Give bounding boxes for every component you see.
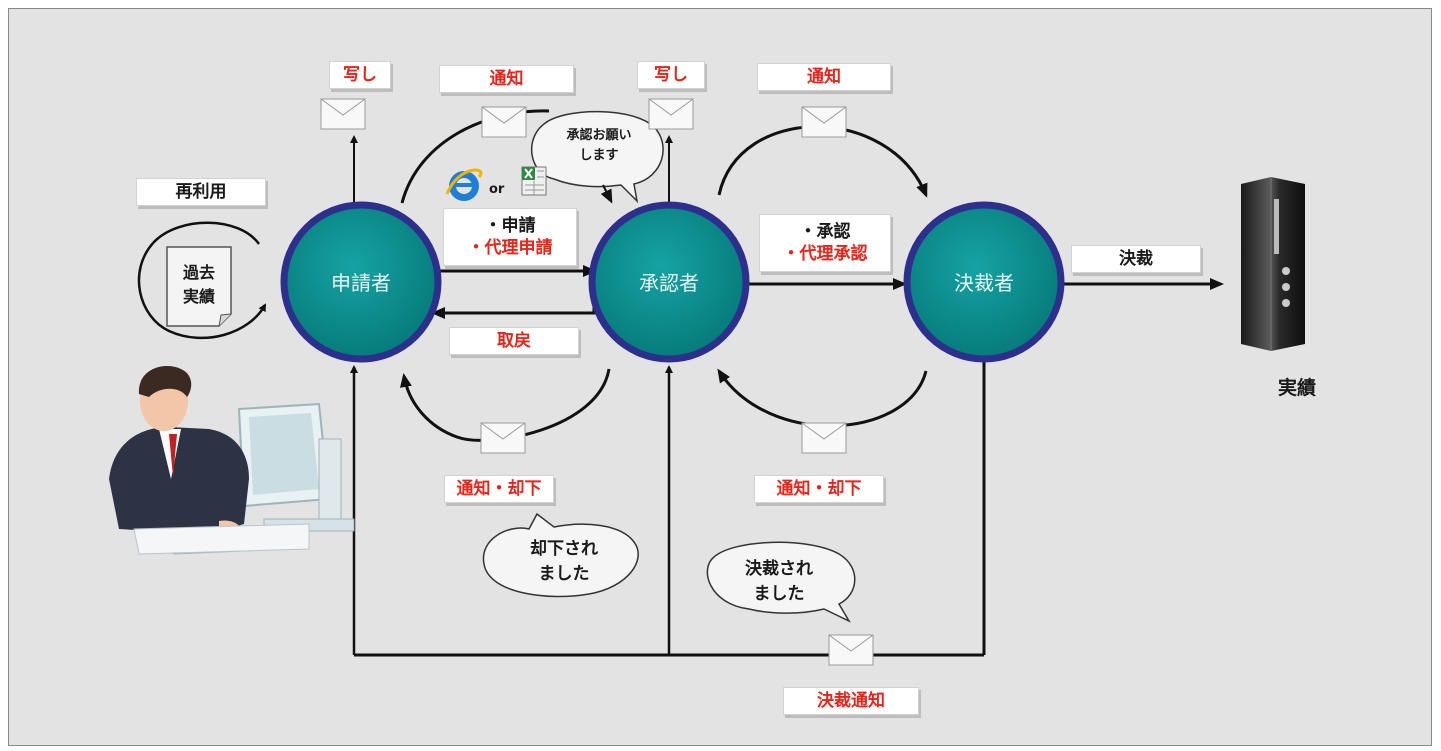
mail-icon [480,422,526,454]
past-record-document: 過去 実績 [166,246,232,327]
node-applicant-label: 申請者 [331,271,391,295]
arc-reject-to-approver [717,368,928,428]
request-bubble-line1: 承認お願い [566,127,631,143]
notify-label-top-left: 通知 [439,65,574,93]
request-bubble-arrow [600,184,613,204]
apply-label: ・申請 ・代理申請 [443,208,577,266]
mail-icon [320,98,366,130]
reuse-cycle-arrow [137,221,267,340]
arc-reject-to-applicant [400,368,611,442]
decided-bubble: 決裁され ました [706,541,856,623]
approve-label: ・承認 ・代理承認 [759,214,891,272]
rejected-bubble-line1: 却下され [530,538,598,559]
withdraw-arrow [431,294,596,319]
node-decider: 決裁者 [903,201,1065,363]
notify-label-top-right: 通知 [757,63,891,91]
node-applicant: 申請者 [280,201,442,363]
notify-reject-label-left: 通知・却下 [444,475,554,503]
server-icon [1241,177,1305,351]
mail-icon [481,106,527,138]
mail-icon [648,98,694,130]
decision-notice-label: 決裁通知 [783,687,919,715]
mail-icon [801,106,847,138]
reuse-label: 再利用 [136,178,266,206]
approve-label-line2: ・代理承認 [782,243,868,264]
node-approver-label: 承認者 [639,271,699,295]
diagram-frame: 過去 実績 承認お願い します 却下され ました 決裁され ました [8,8,1432,746]
withdraw-label: 取戻 [449,327,579,355]
approve-label-line1: ・承認 [799,221,851,242]
spreadsheet-icon [521,166,547,196]
result-label: 実績 [1277,377,1316,399]
decided-bubble-line2: ました [754,584,805,604]
rejected-bubble-line2: ました [539,564,590,584]
arc-applicant-to-approver [400,109,550,204]
node-decider-label: 決裁者 [954,271,1014,295]
past-record-line1: 過去 [182,263,215,282]
decision-label: 決裁 [1071,245,1201,273]
mail-icon [801,422,847,454]
notify-reject-label-right: 通知・却下 [754,475,884,503]
node-approver: 承認者 [588,201,750,363]
copy-label-right: 写し [637,61,705,89]
apply-label-line1: ・申請 [484,215,536,236]
request-bubble: 承認お願い します [530,110,664,204]
rejected-bubble: 却下され ました [482,512,639,598]
request-bubble-line2: します [579,148,618,163]
decided-bubble-line1: 決裁され [745,558,813,579]
mail-icon [828,634,874,666]
browser-icon [445,168,483,201]
past-record-line2: 実績 [183,287,215,306]
copy-label-left: 写し [329,61,391,89]
person-at-computer-illustration [109,366,355,555]
or-text: or [489,182,505,197]
workflow-diagram: 過去 実績 承認お願い します 却下され ました 決裁され ました [109,98,1305,666]
apply-label-line2: ・代理申請 [467,237,553,258]
